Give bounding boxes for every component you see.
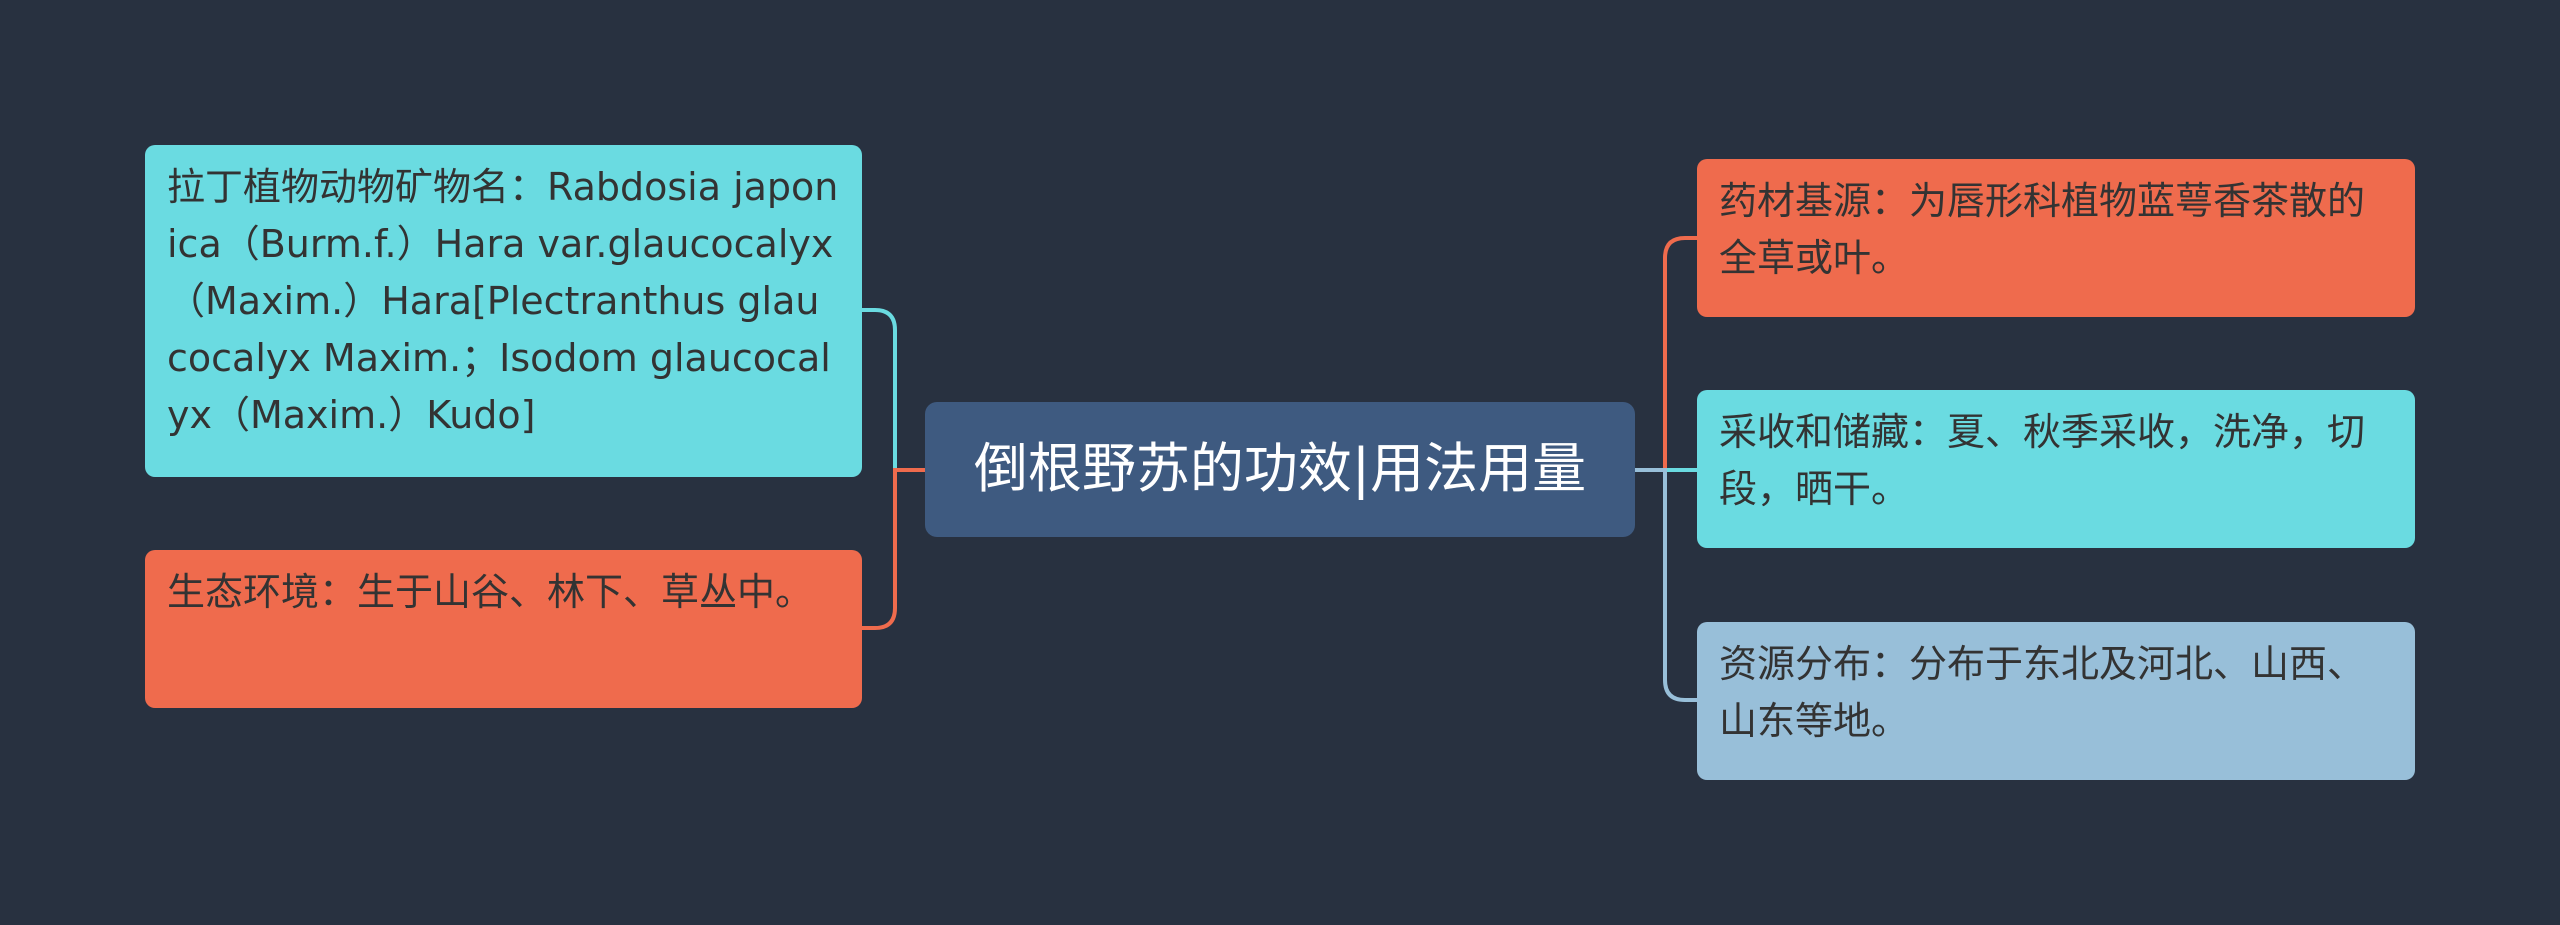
connector-latin-name xyxy=(862,308,925,472)
topic-source[interactable]: 药材基源：为唇形科植物蓝萼香茶散的全草或叶。 xyxy=(1697,159,2415,317)
central-topic[interactable]: 倒根野苏的功效|用法用量 xyxy=(925,402,1635,537)
topic-latin-name[interactable]: 拉丁植物动物矿物名：Rabdosia japonica（Burm.f.）Hara… xyxy=(145,145,862,477)
connector-distribution xyxy=(1635,468,1697,702)
topic-harvest[interactable]: 采收和储藏：夏、秋季采收，洗净，切段，晒干。 xyxy=(1697,390,2415,548)
connector-source xyxy=(1635,236,1697,472)
topic-ecology-text: 生态环境：生于山谷、林下、草丛中。 xyxy=(167,570,814,614)
connector-ecology xyxy=(862,468,925,630)
topic-harvest-text: 采收和储藏：夏、秋季采收，洗净，切段，晒干。 xyxy=(1719,410,2366,511)
topic-ecology[interactable]: 生态环境：生于山谷、林下、草丛中。 xyxy=(145,550,862,708)
central-topic-label: 倒根野苏的功效|用法用量 xyxy=(973,437,1587,500)
topic-distribution[interactable]: 资源分布：分布于东北及河北、山西、山东等地。 xyxy=(1697,622,2415,780)
topic-distribution-text: 资源分布：分布于东北及河北、山西、山东等地。 xyxy=(1719,642,2366,743)
topic-source-text: 药材基源：为唇形科植物蓝萼香茶散的全草或叶。 xyxy=(1719,179,2366,280)
topic-latin-name-text: 拉丁植物动物矿物名：Rabdosia japonica（Burm.f.）Hara… xyxy=(167,165,839,437)
